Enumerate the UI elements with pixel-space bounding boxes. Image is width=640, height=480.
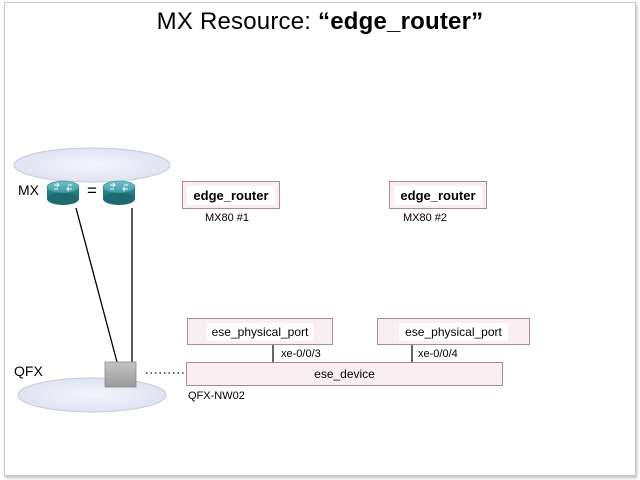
port-interface-2: xe-0/0/4 [418,348,458,360]
equals-sign: = [87,181,97,200]
title-text: MX Resource: [156,8,318,35]
qfx-platform [17,377,167,413]
router-caption-2: MX80 #2 [403,212,448,224]
mx-label: MX [18,182,39,198]
edge-router-box-2: edge_router [389,181,487,209]
mx-platform [13,147,171,183]
physical-port-name-1: ese_physical_port [205,322,315,341]
qfx-switch-icon [104,361,137,388]
uplink-wire-1 [75,207,118,363]
ese-device-name: ese_device [314,367,375,381]
edge-router-name-2: edge_router [394,185,482,205]
physical-port-name-2: ese_physical_port [399,322,508,341]
edge-router-box-1: edge_router [182,181,280,209]
qfx-label: QFX [14,363,43,379]
physical-port-box-1: ese_physical_port [187,318,333,345]
ese-device-box: ese_device [186,362,503,386]
edge-router-name-1: edge_router [187,185,275,205]
router-icon-1 [46,180,80,205]
router-icon-2 [102,180,136,205]
page-title: MX Resource: “edge_router” [0,8,640,36]
router-caption-1: MX80 #1 [205,212,250,224]
device-caption: QFX-NW02 [188,390,245,402]
title-resource-name: “edge_router” [318,8,484,35]
port-interface-1: xe-0/0/3 [281,348,321,360]
physical-port-box-2: ese_physical_port [377,318,530,345]
